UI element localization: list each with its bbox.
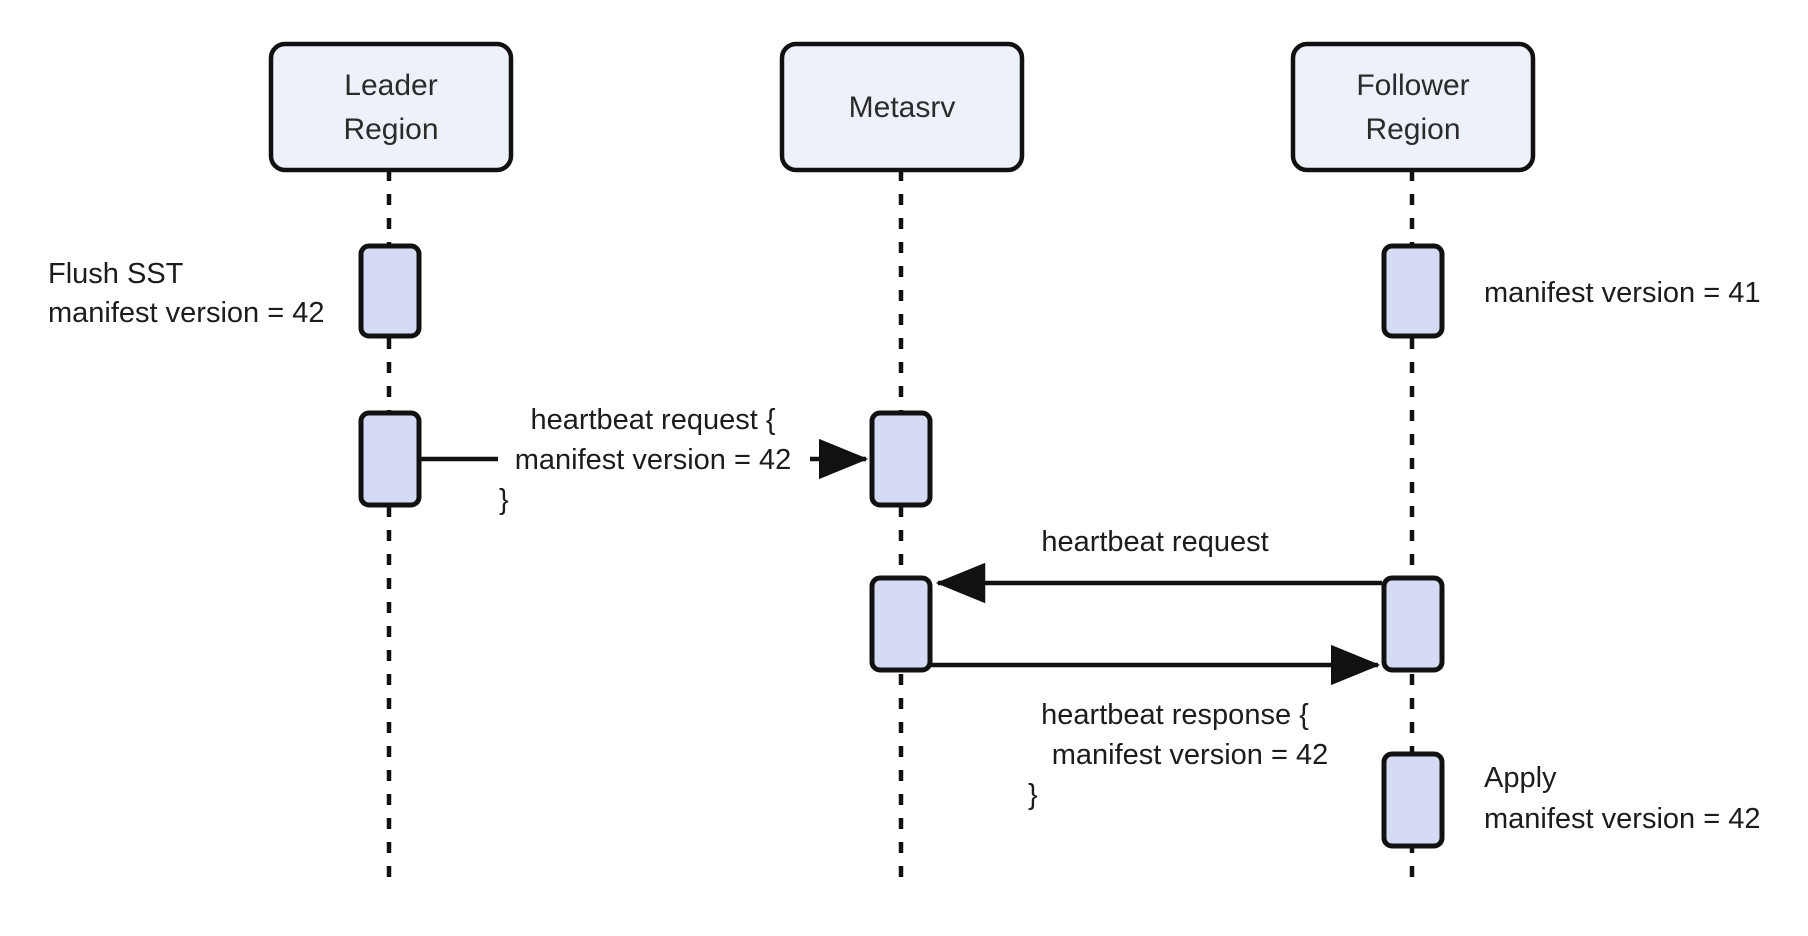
participant-label-leader-line1: Leader — [344, 69, 437, 102]
message-label-follower-heartbeat-request: heartbeat request — [1041, 526, 1268, 558]
message-label-metasrv-heartbeat-response-line1: heartbeat response { — [1041, 699, 1309, 731]
message-label-leader-heartbeat-request-line1: heartbeat request { — [530, 404, 775, 436]
note-follower-initial-version-line1: manifest version = 41 — [1484, 277, 1760, 309]
note-apply-version: Apply manifest version = 42 — [1484, 762, 1760, 835]
participant-follower[interactable]: Follower Region — [1290, 41, 1536, 173]
participant-label-follower-line1: Follower — [1356, 69, 1469, 102]
note-apply-version-line2: manifest version = 42 — [1484, 803, 1760, 835]
message-label-leader-heartbeat-request: heartbeat request { manifest version = 4… — [499, 404, 791, 516]
lifelines — [386, 170, 1415, 880]
activation-metasrv-receive-leader[interactable] — [869, 410, 933, 508]
activation-follower-apply[interactable] — [1381, 751, 1445, 849]
note-flush-sst-line2: manifest version = 42 — [48, 297, 324, 329]
participant-label-follower-line2: Region — [1365, 113, 1460, 146]
activation-follower-initial[interactable] — [1381, 243, 1445, 339]
participant-box-leader[interactable] — [268, 41, 514, 173]
message-lines — [420, 438, 1382, 686]
message-label-leader-heartbeat-request-line2: manifest version = 42 — [515, 444, 791, 476]
participant-box-metasrv[interactable] — [779, 41, 1025, 173]
message-label-leader-heartbeat-request-line3: } — [499, 484, 509, 516]
message-label-metasrv-heartbeat-response: heartbeat response { manifest version = … — [1028, 699, 1328, 811]
note-follower-initial-version: manifest version = 41 — [1484, 277, 1760, 309]
note-apply-version-line1: Apply — [1484, 762, 1557, 794]
activation-leader-heartbeat[interactable] — [358, 410, 422, 508]
participant-metasrv[interactable]: Metasrv — [779, 41, 1025, 173]
activation-leader-flush[interactable] — [358, 243, 422, 339]
participant-label-leader-line2: Region — [343, 113, 438, 146]
participant-label-metasrv-line1: Metasrv — [849, 91, 956, 124]
participant-leader[interactable]: Leader Region — [268, 41, 514, 173]
activation-boxes — [358, 243, 1445, 849]
message-label-follower-heartbeat-request-line1: heartbeat request — [1041, 526, 1268, 558]
message-label-metasrv-heartbeat-response-line2: manifest version = 42 — [1052, 739, 1328, 771]
message-label-metasrv-heartbeat-response-line3: } — [1028, 779, 1038, 811]
activation-follower-heartbeat[interactable] — [1381, 575, 1445, 673]
participant-box-follower[interactable] — [1290, 41, 1536, 173]
note-flush-sst-line1: Flush SST — [48, 258, 184, 290]
activation-metasrv-serve-follower[interactable] — [869, 575, 933, 673]
note-flush-sst: Flush SST manifest version = 42 — [48, 258, 324, 329]
